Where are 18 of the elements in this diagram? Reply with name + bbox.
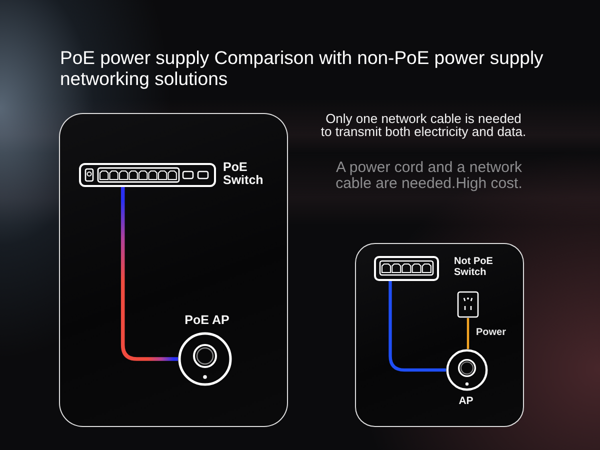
description-text: A power cord and a network cable are needed.High cost.	[334, 160, 524, 191]
access-point-icon	[178, 332, 232, 386]
cable-line	[120, 187, 178, 361]
device-label: PoE Switch	[223, 161, 264, 187]
cable-line	[466, 318, 470, 349]
edge-label: Power	[476, 326, 506, 338]
cable-line	[388, 281, 446, 372]
network-switch-icon	[374, 256, 439, 281]
device-label: AP	[458, 395, 474, 407]
panel-card	[355, 243, 524, 427]
device-label: PoE AP	[184, 313, 230, 327]
access-point-icon	[446, 349, 488, 391]
description-text: Only one network cable is needed to transmit both electricity and data.	[320, 112, 528, 138]
power-outlet-icon	[457, 291, 479, 318]
network-switch-icon	[79, 163, 216, 187]
page-title: PoE power supply Comparison with non-PoE power supply networking solutions	[60, 47, 544, 89]
panel-card	[59, 113, 288, 427]
device-label: Not PoE Switch	[454, 257, 494, 278]
